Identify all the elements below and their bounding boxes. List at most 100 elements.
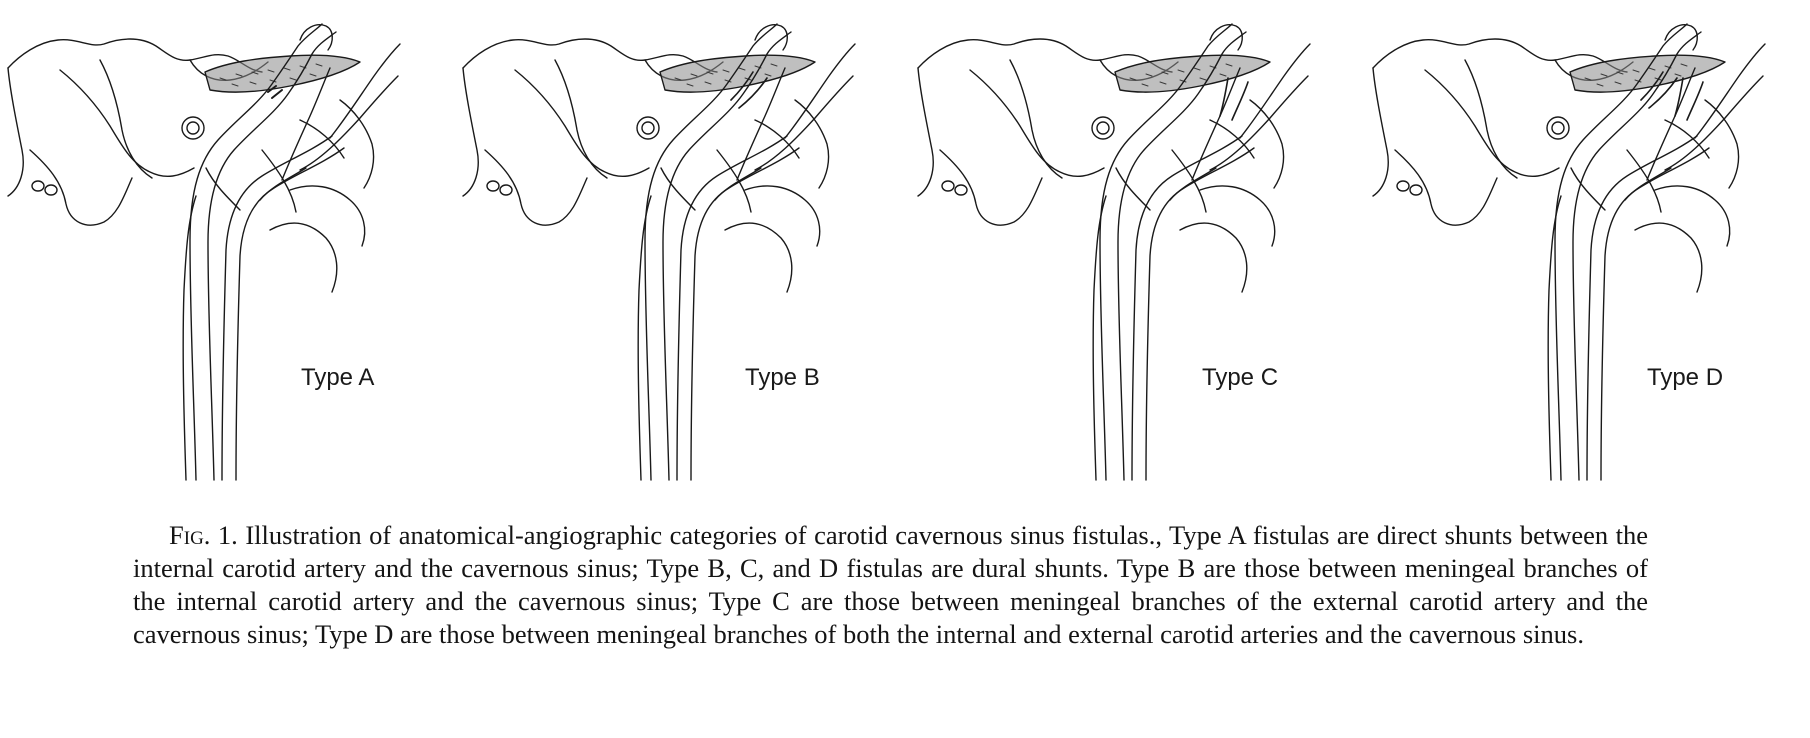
- eca-meningeal-branch: [1219, 77, 1249, 121]
- panel-label: Type C: [1202, 364, 1279, 391]
- maxilla-outline: [1654, 185, 1731, 247]
- mastoid-cell: [486, 180, 500, 192]
- superficial-temporal-artery: [329, 43, 401, 139]
- pterygoid-outline: [716, 149, 752, 213]
- internal-carotid-artery: [644, 23, 778, 481]
- occipital-artery: [660, 167, 696, 211]
- cavernous-sinus-stipple: [219, 63, 323, 87]
- facial-artery: [1624, 167, 1672, 201]
- maxilla-outline: [289, 185, 366, 247]
- maxillary-artery: [1664, 75, 1764, 171]
- occipital-artery: [205, 167, 241, 211]
- figure-illustration: Type A: [7, 0, 1766, 495]
- meningeal-branch: [736, 67, 786, 181]
- anatomy-drawing-type-a: [7, 23, 401, 481]
- maxillary-artery: [1209, 75, 1309, 171]
- mandible-outline: [269, 222, 338, 293]
- clivus-line: [1009, 59, 1063, 179]
- facial-artery: [1169, 167, 1217, 201]
- eca-meningeal-branch: [1674, 77, 1704, 121]
- skull-base-outline: [1372, 38, 1628, 73]
- petrous-ridge: [59, 69, 195, 178]
- pterygoid-outline: [1626, 149, 1662, 213]
- panel-type-b: Type B: [455, 0, 910, 495]
- facial-artery: [259, 167, 307, 201]
- superficial-temporal-artery: [1239, 43, 1311, 139]
- internal-carotid-artery: [1572, 31, 1702, 481]
- petrous-ridge: [1424, 69, 1560, 178]
- mandible-outline: [1179, 222, 1248, 293]
- skull-base-outline: [7, 38, 263, 73]
- jugular-vein: [182, 195, 197, 481]
- skull-base-outline: [462, 67, 479, 197]
- mastoid-cell: [44, 184, 58, 196]
- panel-label: Type B: [745, 364, 820, 391]
- figure-caption: Fig. 1. Illustration of anatomical-angio…: [133, 519, 1648, 651]
- carotid-siphon-loop: [1209, 24, 1243, 51]
- mastoid-cell: [1396, 180, 1410, 192]
- cavernous-sinus: [204, 54, 361, 93]
- maxillary-artery: [299, 75, 399, 171]
- anatomy-drawing-type-c: [917, 23, 1311, 481]
- ear-canal: [1096, 121, 1110, 135]
- petrous-ridge: [969, 69, 1105, 178]
- temporal-bone-outline: [29, 149, 133, 226]
- clivus-line: [99, 59, 153, 179]
- cavernous-sinus: [1569, 54, 1726, 93]
- temporal-bone-outline: [1394, 149, 1498, 226]
- clivus-line: [1464, 59, 1518, 179]
- mastoid-cell: [1409, 184, 1423, 196]
- mastoid-cell: [954, 184, 968, 196]
- orbit-outline: [1704, 99, 1740, 189]
- panel-label: Type A: [301, 364, 375, 391]
- zygoma-outline: [754, 119, 800, 159]
- internal-carotid-artery: [662, 31, 792, 481]
- maxilla-outline: [1199, 185, 1276, 247]
- ear-canal: [1546, 116, 1570, 140]
- ear-canal: [641, 121, 655, 135]
- carotid-siphon-loop: [299, 24, 333, 51]
- jugular-vein: [637, 195, 652, 481]
- superficial-temporal-artery: [1694, 43, 1766, 139]
- caption-paragraph: Fig. 1. Illustration of anatomical-angio…: [133, 519, 1648, 651]
- external-carotid-artery: [1145, 147, 1255, 481]
- orbit-outline: [1249, 99, 1285, 189]
- external-carotid-artery: [690, 147, 800, 481]
- mastoid-cell: [941, 180, 955, 192]
- mandible-outline: [724, 222, 793, 293]
- carotid-siphon-loop: [1664, 24, 1698, 51]
- mandible-outline: [1634, 222, 1703, 293]
- ear-canal: [186, 121, 200, 135]
- zygoma-outline: [1209, 119, 1255, 159]
- external-carotid-artery: [235, 147, 345, 481]
- external-carotid-artery: [1600, 147, 1710, 481]
- ica-meningeal-branch: [1640, 71, 1678, 109]
- orbit-outline: [794, 99, 830, 189]
- superficial-temporal-artery: [784, 43, 856, 139]
- internal-carotid-artery: [1099, 23, 1233, 481]
- cavernous-sinus: [659, 54, 816, 93]
- internal-carotid-artery: [1117, 31, 1247, 481]
- fistula-point: [267, 85, 283, 99]
- skull-base-outline: [7, 67, 24, 197]
- meningeal-branch: [281, 67, 331, 181]
- internal-carotid-artery: [207, 31, 337, 481]
- cavernous-sinus: [1114, 54, 1271, 93]
- petrous-ridge: [514, 69, 650, 178]
- occipital-artery: [1570, 167, 1606, 211]
- mastoid-cell: [499, 184, 513, 196]
- temporal-bone-outline: [484, 149, 588, 226]
- jugular-vein: [1092, 195, 1107, 481]
- skull-base-outline: [917, 38, 1173, 73]
- internal-carotid-artery: [189, 23, 323, 481]
- mastoid-cell: [31, 180, 45, 192]
- facial-artery: [714, 167, 762, 201]
- skull-base-outline: [917, 67, 934, 197]
- ear-canal: [181, 116, 205, 140]
- ear-canal: [636, 116, 660, 140]
- jugular-vein: [1547, 195, 1562, 481]
- maxillary-artery: [754, 75, 854, 171]
- maxilla-outline: [744, 185, 821, 247]
- occipital-artery: [1115, 167, 1151, 211]
- ear-canal: [1091, 116, 1115, 140]
